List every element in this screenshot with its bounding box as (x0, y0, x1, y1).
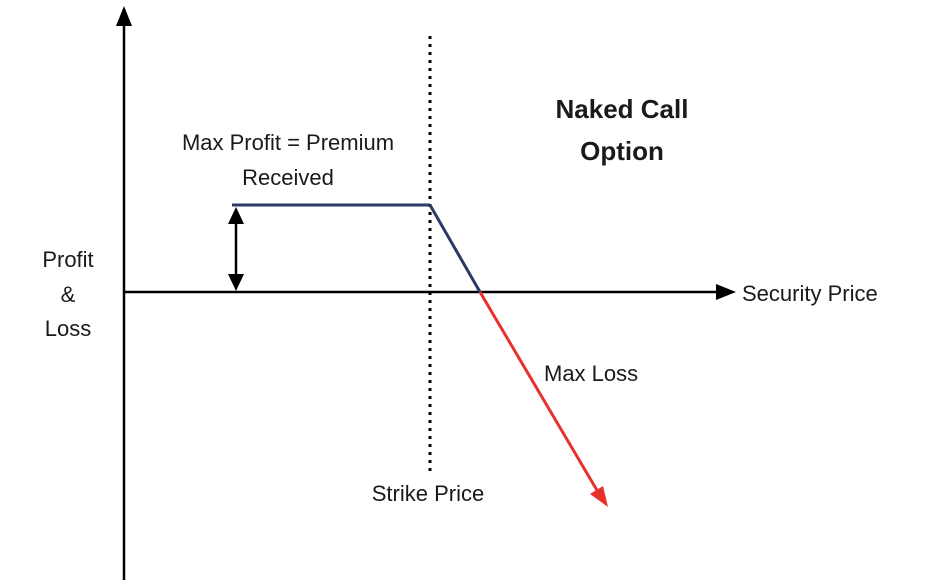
x-axis-label: Security Price (742, 281, 878, 306)
max-profit-label-line2: Received (242, 165, 334, 190)
max-profit-label-line1: Max Profit = Premium (182, 130, 394, 155)
y-axis-label-line2: & (61, 282, 76, 307)
premium-arrowhead-up (228, 207, 244, 224)
max-loss-label: Max Loss (544, 361, 638, 386)
max-loss-arrowhead (590, 486, 608, 507)
premium-arrowhead-down (228, 274, 244, 291)
y-axis-arrowhead (116, 6, 132, 26)
y-axis-label-line3: Loss (45, 316, 91, 341)
declining-profit-segment (428, 204, 482, 293)
max-loss-segment (478, 291, 600, 493)
strike-price-label: Strike Price (372, 481, 484, 506)
diagram-title-line2: Option (580, 136, 664, 166)
y-axis-label-line1: Profit (42, 247, 93, 272)
diagram-title-line1: Naked Call (556, 94, 689, 124)
x-axis-arrowhead (716, 284, 736, 300)
